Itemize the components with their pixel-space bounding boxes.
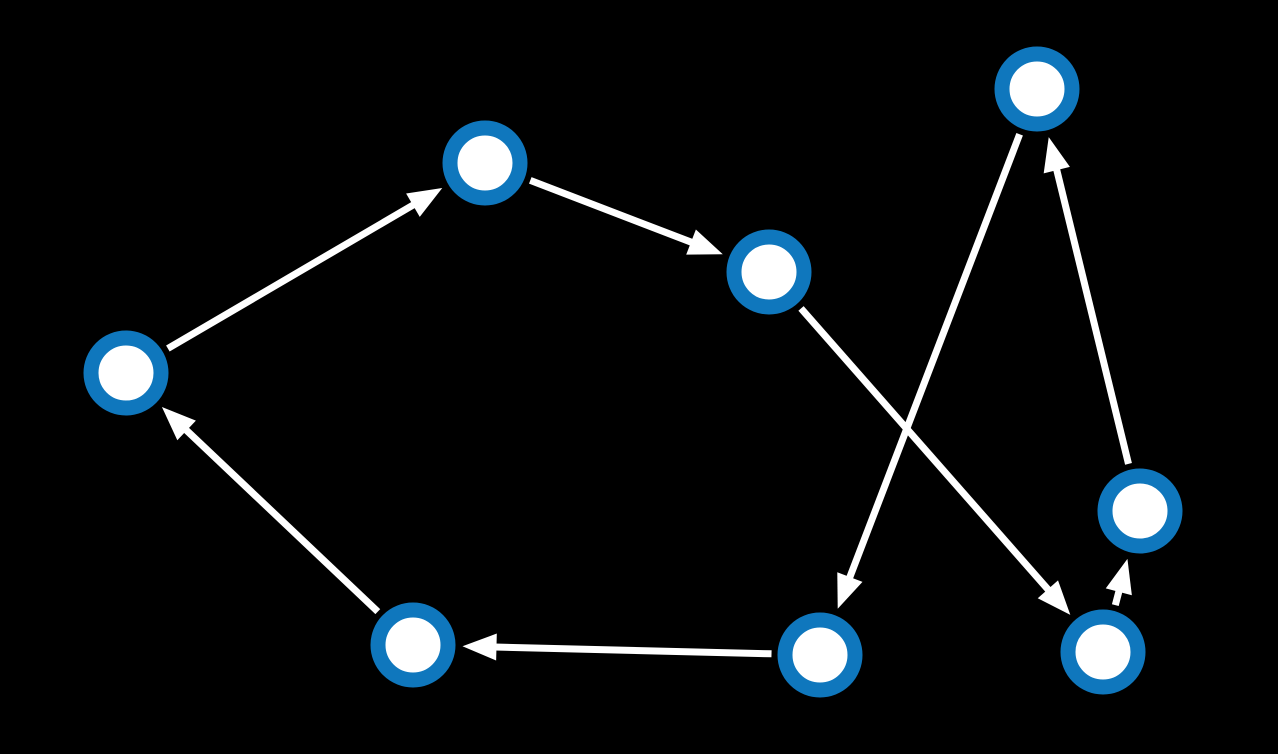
graph-node [1060,609,1146,695]
graph-edge-shaft [798,306,1052,594]
arrowhead-icon [1043,137,1070,174]
graph-edge-shaft [182,426,381,615]
graph-edge-shaft [845,133,1023,581]
graph-edge-shaft [1111,588,1123,606]
arrowhead-icon [161,407,196,441]
graph-edge-shaft [529,177,695,247]
graph-node [370,602,456,688]
arrowhead-icon [406,187,443,217]
graph-node [726,229,812,315]
arrowhead-icon [837,572,863,609]
graph-node [1097,468,1183,554]
graph-edge-shaft [1052,167,1132,465]
graph-node [994,46,1080,132]
graph-node [777,612,863,698]
arrowhead-icon [462,633,497,661]
graph-edge-shaft [166,201,417,352]
arrowhead-icon [686,229,723,255]
graph-node [83,330,169,416]
arrowhead-icon [1037,580,1071,615]
graph-edge-shaft [494,643,772,658]
arrowhead-icon [1105,558,1132,596]
graph-node [442,120,528,206]
